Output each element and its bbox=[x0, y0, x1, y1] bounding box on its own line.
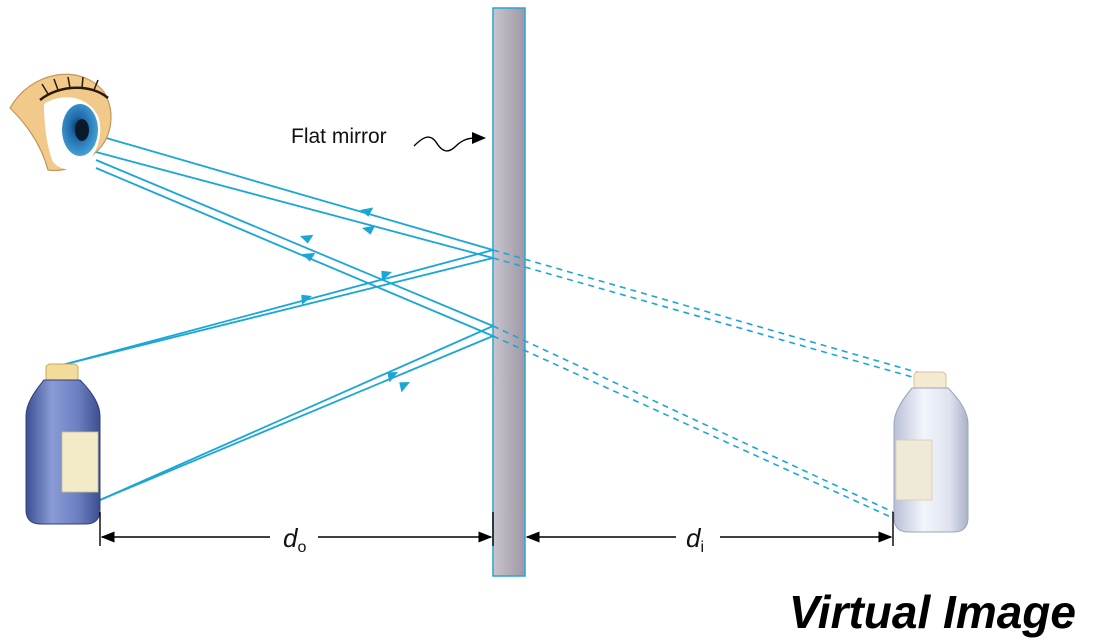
virtual-rays bbox=[492, 249, 931, 519]
ray-arrowhead bbox=[362, 225, 376, 235]
ray-arrowhead bbox=[360, 207, 374, 217]
image-bottle bbox=[893, 371, 969, 533]
mirror-label: Flat mirror bbox=[291, 125, 387, 148]
mirror-pointer bbox=[413, 132, 486, 152]
ray-arrowhead bbox=[399, 382, 410, 393]
ray-arrowhead bbox=[301, 294, 312, 305]
incident-rays bbox=[61, 249, 494, 501]
ray-arrowhead bbox=[300, 234, 314, 244]
image-distance-line bbox=[525, 512, 894, 546]
eye bbox=[9, 73, 112, 172]
flat-mirror bbox=[492, 7, 526, 577]
ray-arrowhead bbox=[381, 270, 392, 281]
ray-arrowhead bbox=[302, 252, 316, 262]
reflected-rays bbox=[95, 134, 494, 337]
object-distance-label: do bbox=[283, 523, 306, 556]
object-distance-line bbox=[99, 512, 494, 546]
ray-arrowheads bbox=[300, 207, 410, 393]
virtual-image-caption: Virtual Image bbox=[788, 586, 1076, 638]
image-distance-label: di bbox=[686, 523, 704, 556]
object-bottle bbox=[25, 363, 101, 525]
ray-arrowhead bbox=[387, 372, 398, 383]
